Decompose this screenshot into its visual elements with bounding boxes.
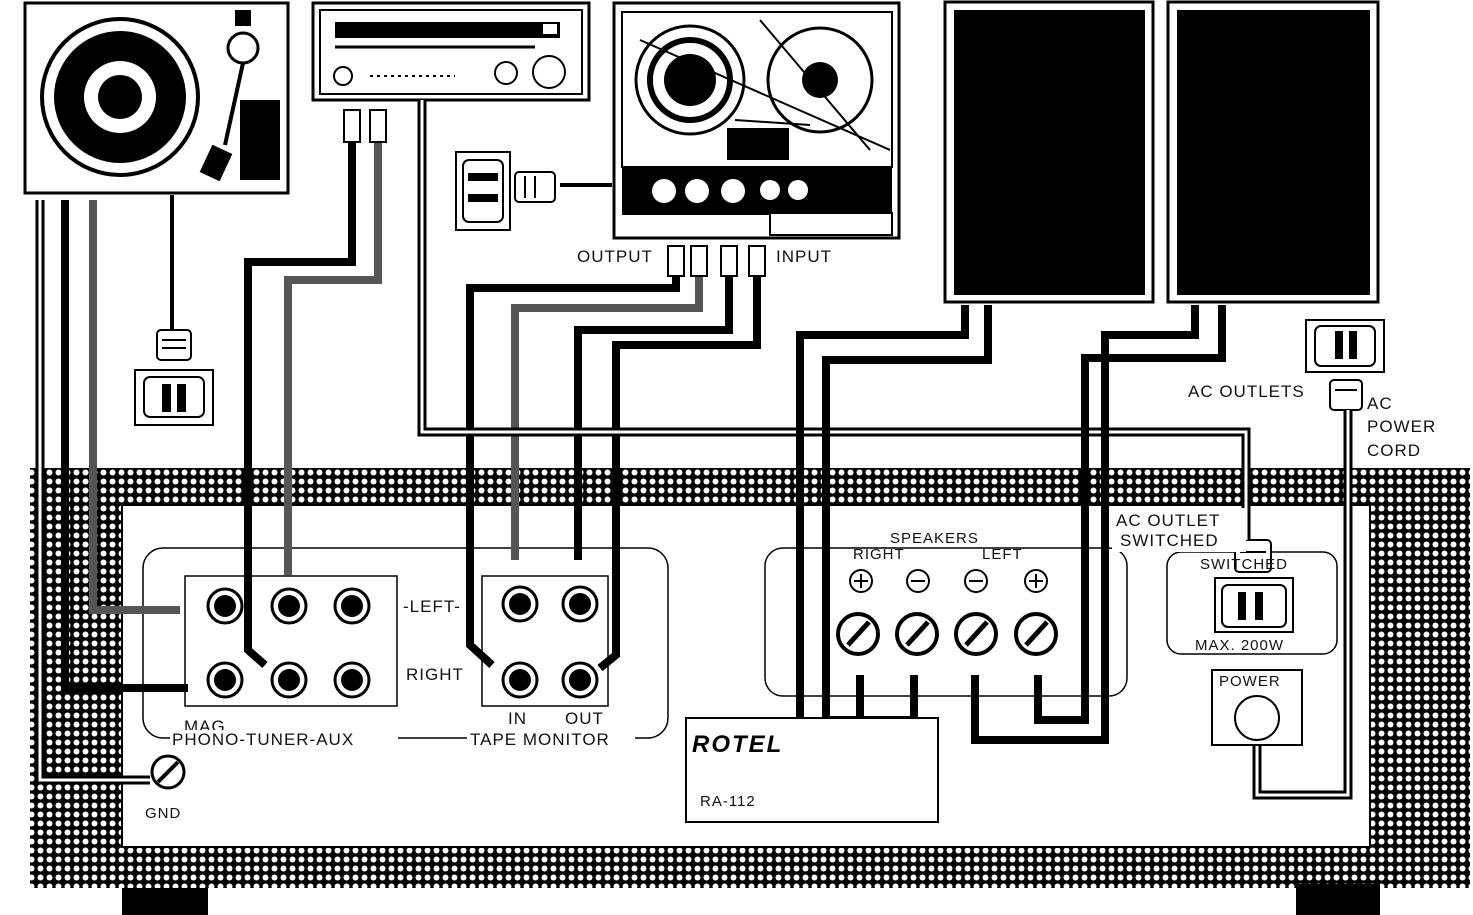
- speakers-label: SPEAKERS: [890, 530, 979, 547]
- speaker-panel: [764, 547, 1128, 697]
- ac-power-cord-label-2: POWER: [1367, 417, 1436, 436]
- rca-jack-icon: [343, 109, 766, 277]
- input-label: INPUT: [776, 247, 832, 266]
- ac-outlet-switched-label-2: SWITCHED: [1120, 531, 1219, 550]
- tape-monitor-label: TAPE MONITOR: [470, 730, 610, 749]
- brand-logo: ROTEL: [692, 731, 783, 758]
- right-foot: [1296, 884, 1380, 915]
- power-label: POWER: [1219, 673, 1281, 690]
- model-label: RA-112: [700, 793, 756, 810]
- speaker-right-label: RIGHT: [853, 546, 905, 563]
- gnd-label: GND: [145, 805, 181, 822]
- model-plate: [685, 717, 939, 823]
- cables: [35, 100, 1353, 800]
- power-knob-icon[interactable]: [1211, 669, 1303, 746]
- wall-outlet-icon: [134, 151, 1385, 633]
- left-foot: [122, 888, 208, 915]
- input-jacks: [206, 585, 599, 699]
- tape-out-label: OUT: [565, 709, 604, 728]
- left-row-label: -LEFT-: [403, 597, 461, 616]
- tape-in-label: IN: [508, 709, 527, 728]
- ac-power-cord-label-3: CORD: [1367, 441, 1421, 460]
- switched-label: SWITCHED: [1200, 556, 1288, 573]
- ac-outlet-switched-label-1: AC OUTLET: [1116, 511, 1220, 530]
- phono-tuner-aux-label: PHONO-TUNER-AUX: [172, 730, 354, 749]
- speaker-icon: [943, 0, 1380, 304]
- tuner-icon: [311, 1, 591, 102]
- speaker-left-label: LEFT: [982, 546, 1023, 563]
- ac-outlets-label: AC OUTLETS: [1188, 382, 1305, 401]
- ac-power-cord-label-1: AC: [1367, 394, 1393, 413]
- turntable-icon: [23, 1, 290, 195]
- right-row-label: RIGHT: [406, 665, 464, 684]
- terminal-screw-icon: [150, 569, 1058, 790]
- output-label: OUTPUT: [577, 247, 653, 266]
- input-panel: [142, 547, 669, 739]
- tape-deck-icon: [612, 1, 901, 240]
- max-power-label: MAX. 200W: [1195, 637, 1284, 654]
